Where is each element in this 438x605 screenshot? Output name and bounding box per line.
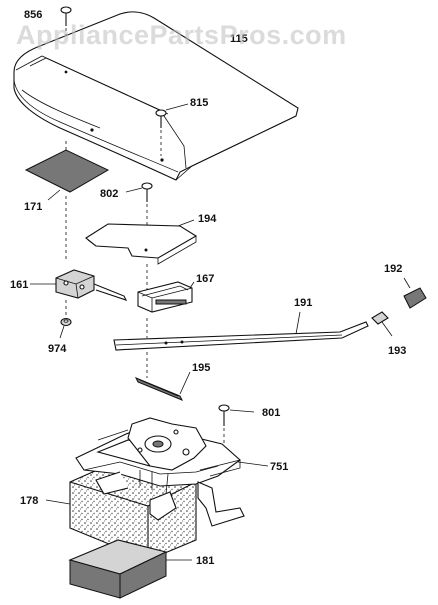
label-751: 751 xyxy=(270,461,288,473)
handle-192[interactable] xyxy=(403,277,427,309)
nut-974[interactable] xyxy=(59,317,72,339)
screw-801[interactable] xyxy=(218,404,255,462)
label-171: 171 xyxy=(24,201,42,213)
block-181[interactable] xyxy=(68,539,192,599)
screw-802[interactable] xyxy=(125,182,153,232)
bracket-194[interactable] xyxy=(85,219,198,265)
cover-plate-115[interactable] xyxy=(13,11,299,181)
label-974: 974 xyxy=(48,343,67,355)
label-181: 181 xyxy=(196,555,214,567)
rod-191[interactable] xyxy=(113,311,369,351)
lock-mechanism-751[interactable] xyxy=(75,417,269,527)
label-178: 178 xyxy=(20,495,38,507)
label-192: 192 xyxy=(384,263,402,275)
label-191: 191 xyxy=(294,297,312,309)
switch-161[interactable] xyxy=(30,269,128,301)
label-802: 802 xyxy=(100,188,118,200)
label-115: 115 xyxy=(230,33,248,45)
roller-167[interactable] xyxy=(137,281,195,313)
spring-195[interactable] xyxy=(134,371,191,401)
label-195: 195 xyxy=(192,362,210,374)
clip-193[interactable] xyxy=(371,311,393,337)
label-193: 193 xyxy=(388,345,406,357)
label-801: 801 xyxy=(262,407,280,419)
label-194: 194 xyxy=(198,213,217,225)
label-161: 161 xyxy=(10,279,28,291)
gasket-171[interactable] xyxy=(24,140,110,201)
label-856: 856 xyxy=(24,9,42,21)
watermark-text: AppliancePartsPros.com xyxy=(16,20,347,50)
label-815: 815 xyxy=(190,97,208,109)
screw-815[interactable] xyxy=(155,103,189,156)
label-167: 167 xyxy=(196,273,214,285)
